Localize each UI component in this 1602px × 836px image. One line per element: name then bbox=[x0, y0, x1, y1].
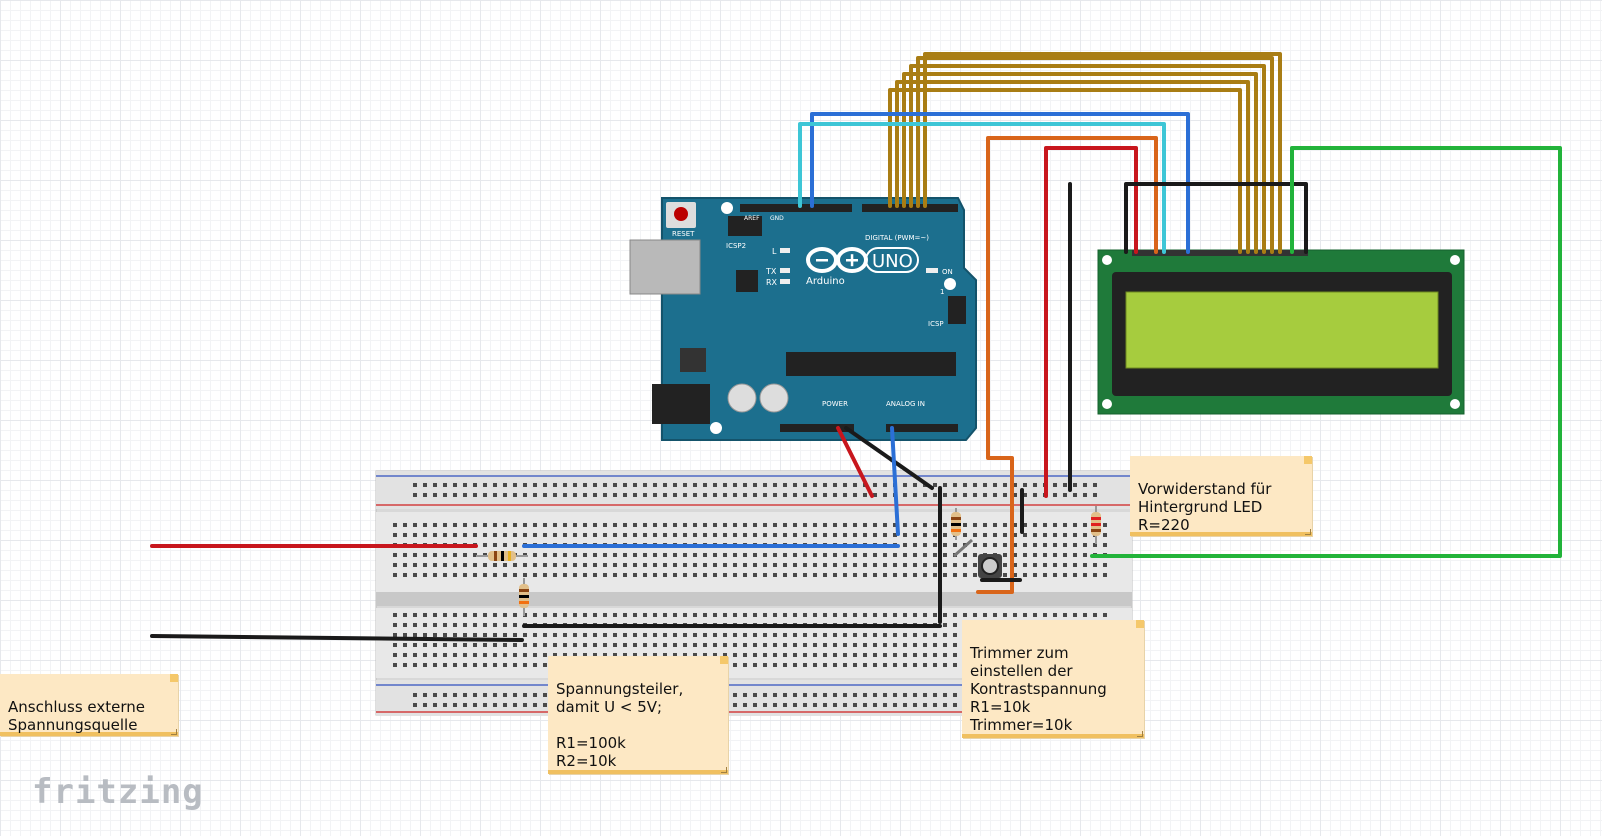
capacitor-2 bbox=[759, 383, 789, 413]
brand-label: Arduino bbox=[806, 276, 845, 287]
digital-header-right bbox=[862, 204, 958, 212]
uno-label: UNO bbox=[872, 251, 913, 272]
pin-tx-label: TX bbox=[765, 267, 777, 276]
usb-connector bbox=[629, 239, 701, 295]
atmega-chip bbox=[786, 352, 956, 376]
note-voltage-divider-text: Spannungsteiler, damit U < 5V; R1=100k R… bbox=[556, 680, 684, 770]
wires bbox=[150, 52, 1562, 642]
resistor-trimmer-r1 bbox=[951, 508, 961, 540]
note-external-power-source[interactable]: Anschluss externe Spannungsquelle bbox=[0, 674, 178, 736]
note-backlight-resistor[interactable]: Vorwiderstand für Hintergrund LED R=220 bbox=[1130, 456, 1312, 536]
trimmer-potentiometer bbox=[953, 538, 1002, 578]
resistor-r2 bbox=[519, 578, 529, 616]
icsp-label: ICSP bbox=[928, 320, 944, 328]
note-resize-handle[interactable] bbox=[1305, 529, 1311, 535]
pin-rx-label: RX bbox=[766, 278, 778, 287]
reset-label: RESET bbox=[672, 230, 695, 238]
aref-label: AREF bbox=[744, 215, 760, 222]
digital-header-left bbox=[740, 204, 852, 212]
power-label: POWER bbox=[822, 400, 848, 408]
pin-l-label: L bbox=[772, 247, 777, 256]
note-external-power-text: Anschluss externe Spannungsquelle bbox=[8, 698, 145, 734]
icsp2-header bbox=[728, 216, 762, 236]
note-trimmer-text: Trimmer zum einstellen der Kontrastspann… bbox=[970, 644, 1107, 734]
gnd-label: GND bbox=[770, 215, 784, 222]
resistor-r1 bbox=[476, 551, 528, 561]
on-label: ON bbox=[942, 268, 953, 276]
note-resize-handle[interactable] bbox=[721, 767, 727, 773]
power-header bbox=[780, 424, 854, 432]
arduino-uno-board: RESET ICSP2 DIGITAL (PWM=~) L TX RX UNO … bbox=[629, 197, 977, 441]
icsp-header bbox=[948, 296, 966, 324]
chip-small bbox=[736, 270, 758, 292]
power-jack bbox=[652, 384, 710, 424]
capacitor-1 bbox=[727, 383, 757, 413]
digital-label: DIGITAL (PWM=~) bbox=[865, 234, 929, 242]
note-voltage-divider[interactable]: Spannungsteiler, damit U < 5V; R1=100k R… bbox=[548, 656, 728, 774]
note-resize-handle[interactable] bbox=[1137, 731, 1143, 737]
analog-header bbox=[886, 424, 958, 432]
lcd-display bbox=[1097, 249, 1465, 415]
note-trimmer[interactable]: Trimmer zum einstellen der Kontrastspann… bbox=[962, 620, 1144, 738]
icsp2-label: ICSP2 bbox=[726, 242, 746, 250]
note-backlight-text: Vorwiderstand für Hintergrund LED R=220 bbox=[1138, 480, 1272, 534]
analog-label: ANALOG IN bbox=[886, 400, 925, 408]
fritzing-logo: fritzing bbox=[32, 772, 204, 812]
resistor-backlight bbox=[1091, 506, 1101, 544]
note-resize-handle[interactable] bbox=[171, 729, 177, 735]
icsp-1-label: 1 bbox=[940, 288, 944, 296]
voltage-regulator bbox=[680, 348, 706, 372]
lcd-pins bbox=[1132, 250, 1308, 256]
